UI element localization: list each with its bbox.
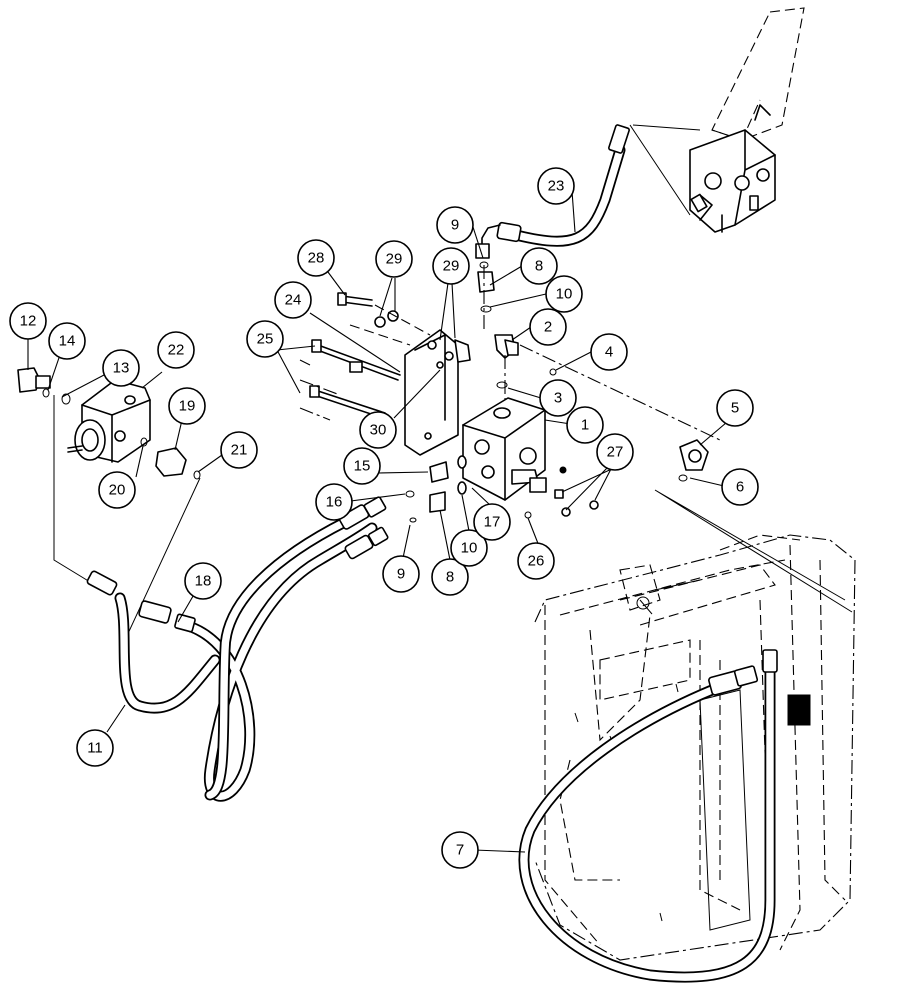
callout-9-top: 9 <box>436 206 474 244</box>
svg-text:2: 2 <box>544 319 552 336</box>
pump-fittings <box>17 367 201 641</box>
svg-text:18: 18 <box>195 573 212 590</box>
fitting-5 <box>654 439 853 613</box>
callout-8-top: 8 <box>520 247 558 285</box>
callout-2: 2 <box>529 308 567 346</box>
callout-21: 21 <box>220 431 258 469</box>
svg-text:21: 21 <box>231 442 248 459</box>
loader-frame <box>534 534 856 961</box>
callout-7: 7 <box>441 831 479 869</box>
svg-text:9: 9 <box>451 217 459 234</box>
svg-text:14: 14 <box>59 333 76 350</box>
hydraulic-pump <box>67 379 151 463</box>
callout-bubbles: 1 2 3 4 5 6 7 8 8 9 9 10 10 11 12 13 14 … <box>9 167 759 869</box>
callout-17: 17 <box>473 503 511 541</box>
svg-text:6: 6 <box>736 479 744 496</box>
callout-29-right: 29 <box>432 247 470 285</box>
svg-text:22: 22 <box>168 342 185 359</box>
callout-4: 4 <box>590 333 628 371</box>
fittings-side <box>405 455 599 523</box>
valve-block <box>462 397 567 501</box>
svg-text:27: 27 <box>607 444 624 461</box>
svg-text:11: 11 <box>87 740 103 757</box>
callout-20: 20 <box>98 471 136 509</box>
hose-7 <box>518 649 778 983</box>
callout-13: 13 <box>102 349 140 387</box>
callout-5: 5 <box>716 389 754 427</box>
callout-8-bottom: 8 <box>431 558 469 596</box>
svg-text:25: 25 <box>257 331 274 348</box>
callout-9-bottom: 9 <box>382 555 420 593</box>
svg-text:13: 13 <box>113 360 130 377</box>
svg-text:30: 30 <box>370 422 387 439</box>
hose-23 <box>475 124 701 259</box>
svg-text:20: 20 <box>109 482 126 499</box>
svg-text:29: 29 <box>443 258 460 275</box>
callout-27: 27 <box>596 433 634 471</box>
svg-text:9: 9 <box>397 566 405 583</box>
callout-1: 1 <box>566 406 604 444</box>
callout-23: 23 <box>537 167 575 205</box>
svg-text:5: 5 <box>731 400 739 417</box>
svg-text:23: 23 <box>548 178 565 195</box>
callout-3: 3 <box>539 379 577 417</box>
callout-26: 26 <box>517 542 555 580</box>
callout-22: 22 <box>157 331 195 369</box>
callout-19: 19 <box>168 387 206 425</box>
svg-text:8: 8 <box>535 258 543 275</box>
svg-text:16: 16 <box>326 494 343 511</box>
callout-6: 6 <box>721 468 759 506</box>
svg-text:12: 12 <box>20 313 37 330</box>
hose-16 <box>204 496 389 801</box>
svg-text:1: 1 <box>581 417 589 434</box>
svg-text:10: 10 <box>461 540 478 557</box>
callout-25: 25 <box>246 320 284 358</box>
callout-18: 18 <box>184 562 222 600</box>
callout-10-top: 10 <box>545 275 583 313</box>
svg-text:26: 26 <box>528 553 545 570</box>
fittings-top <box>477 261 721 441</box>
callout-14: 14 <box>48 322 86 360</box>
callout-29-left: 29 <box>375 240 413 278</box>
callout-30: 30 <box>359 411 397 449</box>
mounting-bracket <box>404 329 471 456</box>
svg-text:17: 17 <box>484 514 501 531</box>
svg-text:29: 29 <box>386 251 403 268</box>
svg-text:15: 15 <box>354 458 371 475</box>
callout-24: 24 <box>274 281 312 319</box>
leader-lines <box>27 190 734 853</box>
hose-11 <box>86 570 221 714</box>
callout-28: 28 <box>297 239 335 277</box>
svg-text:7: 7 <box>456 842 464 859</box>
callout-16: 16 <box>315 483 353 521</box>
svg-text:8: 8 <box>446 569 454 586</box>
callout-12: 12 <box>9 302 47 340</box>
svg-text:4: 4 <box>605 344 613 361</box>
hose-18 <box>138 522 378 802</box>
callout-11: 11 <box>76 729 114 767</box>
svg-text:28: 28 <box>308 250 325 267</box>
callout-10-bottom: 10 <box>450 529 488 567</box>
svg-text:10: 10 <box>556 286 573 303</box>
control-valve-assembly <box>689 7 805 233</box>
svg-text:3: 3 <box>554 390 562 407</box>
callout-15: 15 <box>343 447 381 485</box>
svg-text:19: 19 <box>179 398 196 415</box>
svg-text:24: 24 <box>285 292 302 309</box>
